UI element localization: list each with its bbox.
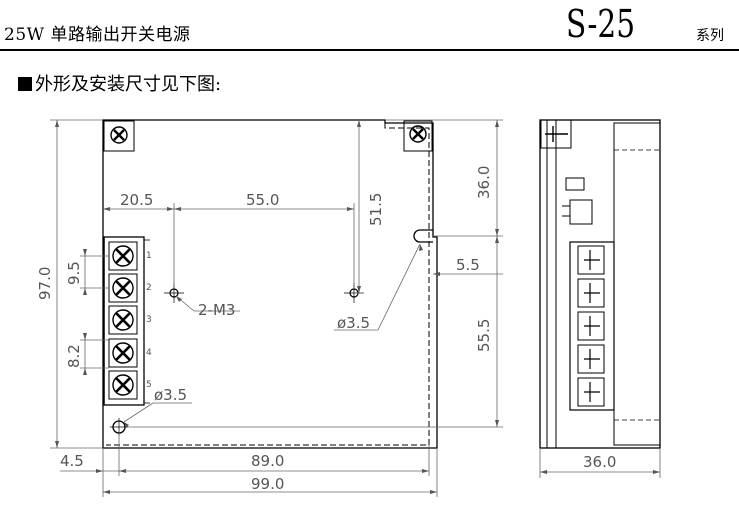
side-pcb-strip [539,119,548,449]
mounting-slot [413,229,433,243]
dim-20-5: 20.5 [120,191,153,209]
side-terminal-base [569,241,615,411]
dimension-arrows [55,120,499,494]
terminal-screw-5-icon [108,370,138,400]
side-top-connector [540,119,572,149]
m3-hole-left-icon [164,283,184,303]
screw-tr-icon [409,125,427,143]
dim-5-5: 5.5 [456,256,480,274]
section-title-text: 外形及安装尺寸见下图: [35,74,222,95]
side-terminal-3-icon [577,311,605,341]
front-outline [102,119,438,449]
terminal-screw-1-icon [108,241,138,271]
dim-99-0: 99.0 [251,475,284,493]
dim-55-0: 55.0 [246,191,279,209]
product-title: 25W 单路输出开关电源 [4,25,191,45]
terminal-number-2: 2 [146,283,152,293]
terminal-number-5: 5 [146,380,152,390]
side-view [539,119,661,449]
dim-8-2: 8.2 [65,344,83,368]
side-cover-dashed [614,149,660,421]
terminal-screw-3-icon [108,305,138,335]
model-number: S-25 [566,2,636,46]
side-dimension-lines [539,448,661,478]
cover-dashed-outline [106,123,430,446]
front-view [102,119,438,449]
dim-51-5: 51.5 [367,193,385,226]
series-suffix: 系列 [696,28,724,44]
terminal-screw-4-icon [108,338,138,368]
screw-plate-tr [403,120,433,152]
dia-low-label: ø3.5 [154,386,187,404]
dim-4-5: 4.5 [60,452,84,470]
dim-36-0-right: 36.0 [475,166,493,199]
side-potentiometer [569,199,593,225]
terminal-number-1: 1 [146,251,152,261]
side-terminal-5-icon [577,377,605,407]
dim-89-0: 89.0 [251,452,284,470]
bullet-square-icon [18,77,32,91]
screw-tl-icon [110,126,128,144]
section-title: 外形及安装尺寸见下图: [18,70,221,96]
terminal-screw-2-icon [108,273,138,303]
side-terminal-4-icon [577,344,605,374]
side-dimension-arrows [540,470,660,474]
side-terminal-2-icon [577,278,605,308]
dim-9-5: 9.5 [65,261,83,285]
dim-55-5: 55.5 [475,319,493,352]
side-led [565,177,585,191]
dimension-lines-front [50,119,503,497]
dia-mid-label: ø3.5 [337,314,370,332]
terminal-screws [108,241,138,400]
side-outline [539,119,661,449]
screw-plate-tl [103,120,135,152]
dim-97-0: 97.0 [36,267,54,300]
dim-36-0-bottom: 36.0 [583,453,616,471]
m3-hole-label: 2-M3 [198,301,235,319]
terminal-number-3: 3 [146,315,152,325]
side-terminal-1-icon [577,245,605,275]
header-rule [0,49,739,51]
terminal-number-4: 4 [146,348,152,358]
terminal-block [103,236,150,406]
side-cover-panel [613,122,661,446]
